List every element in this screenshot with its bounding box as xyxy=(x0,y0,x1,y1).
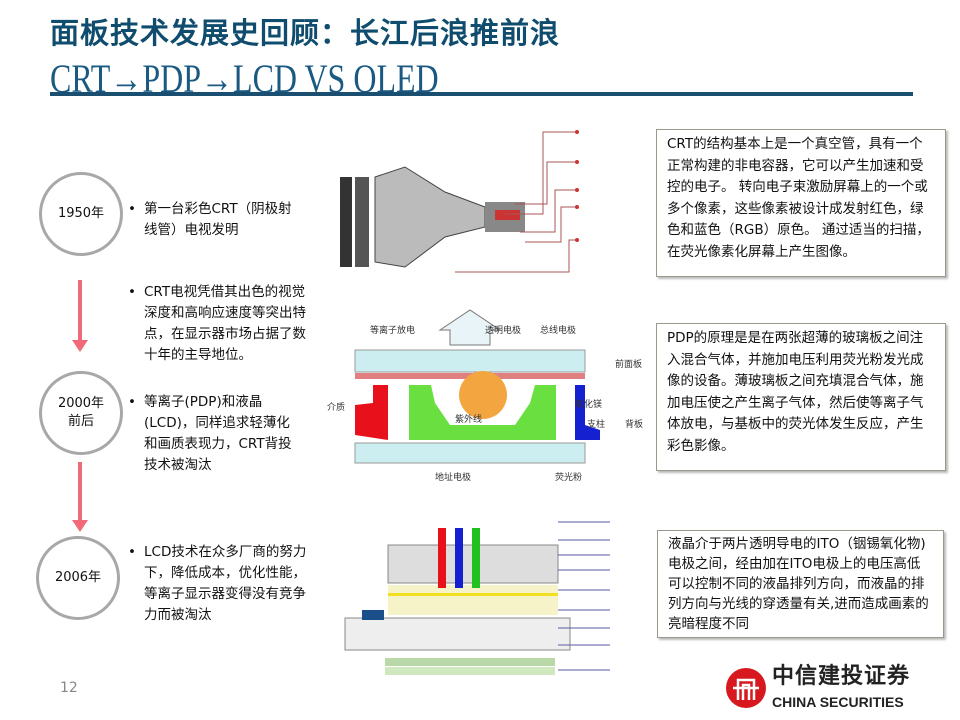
front-glass xyxy=(354,349,586,373)
back-glass xyxy=(354,442,586,464)
bullet-item: 第一台彩色CRT（阴极射线管）电视发明 xyxy=(128,199,294,241)
crt-callout-lines xyxy=(455,131,575,273)
pdp-label: 地址电极 xyxy=(435,471,471,483)
red-light-beam xyxy=(438,528,446,588)
page-number: 12 xyxy=(60,680,78,696)
crt-description-box: CRT的结构基本上是一个真空管，具有一个正常构建的非电容器，它可以产生加速和受控… xyxy=(656,129,946,277)
timeline-year: 1950年 xyxy=(57,206,105,221)
driver-ic xyxy=(362,610,384,620)
pdp-label: 前面板 xyxy=(615,358,642,370)
blue-light-beam xyxy=(455,528,463,588)
pdp-label: 氧化镁 xyxy=(575,398,602,410)
timeline-year-note: 前后 xyxy=(67,414,94,429)
timeline-arrow-down xyxy=(72,462,88,532)
lcd-description-box: 液晶介于两片透明导电的ITO（铟锡氧化物)电极之间，经由加在ITO电极上的电压高… xyxy=(657,530,944,638)
crt-description: CRT的结构基本上是一个真空管，具有一个正常构建的非电容器，它可以产生加速和受控… xyxy=(667,136,930,260)
crt-diagram xyxy=(340,130,579,273)
lcd-diagram xyxy=(344,521,610,675)
logo-en: CHINA SECURITIES xyxy=(772,694,904,710)
pdp-label: 等离子放电 xyxy=(370,324,415,336)
timeline-node-2000: 2000年前后 xyxy=(39,371,123,455)
pdp-description-box: PDP的原理是是在两张超薄的玻璃板之间注入混合气体，并施加电压利用荧光粉发光成像… xyxy=(656,323,946,471)
pdp-diagram: 等离子放电 透明电极 总线电极 前面板 介质 氧化镁 紫外线 支柱 背板 地址电… xyxy=(327,309,643,483)
blue-phosphor xyxy=(575,385,600,440)
page-title: 面板技术发展史回顾：长江后浪推前浪 xyxy=(50,16,561,50)
light-arrow xyxy=(438,309,502,346)
pdp-description: PDP的原理是是在两张超薄的玻璃板之间注入混合气体，并施加电压利用荧光粉发光成像… xyxy=(667,330,924,454)
green-light-beam xyxy=(472,528,480,588)
pdp-label: 荧光粉 xyxy=(555,471,582,483)
liquid-crystal-layer xyxy=(388,585,558,615)
plasma-discharge xyxy=(459,371,507,419)
timeline-arrow-down xyxy=(72,280,88,352)
timeline-year: 2006年 xyxy=(54,570,102,585)
pdp-label: 紫外线 xyxy=(455,413,482,425)
timeline-year: 2000年 xyxy=(57,396,105,411)
crt-gun-highlight xyxy=(495,210,520,220)
timeline-node-2006: 2006年 xyxy=(36,536,120,620)
backlight-plate xyxy=(385,658,555,666)
title-underline xyxy=(50,92,913,96)
polarizer xyxy=(388,593,558,596)
pdp-label: 总线电极 xyxy=(540,324,576,336)
crt-screen-layer xyxy=(340,177,352,267)
crt-tube xyxy=(374,166,486,268)
pdp-label: 透明电极 xyxy=(485,324,521,336)
red-phosphor xyxy=(355,385,388,440)
citic-logo-icon xyxy=(726,668,766,708)
green-phosphor xyxy=(409,385,556,440)
lcd-description: 液晶介于两片透明导电的ITO（铟锡氧化物)电极之间，经由加在ITO电极上的电压高… xyxy=(668,536,929,632)
backlight xyxy=(385,667,555,675)
pdp-label: 支柱 xyxy=(587,418,605,430)
china-securities-logo: 中信建投证券 CHINA SECURITIES xyxy=(724,664,944,716)
logo-cn: 中信建投证券 xyxy=(772,664,911,689)
pdp-label: 背板 xyxy=(625,418,643,430)
pdp-label: 介质 xyxy=(327,401,345,413)
bullet-item: CRT电视凭借其出色的视觉深度和高响应速度等突出特点，在显示器市场占据了数十年的… xyxy=(128,282,316,366)
crt-callout-dots xyxy=(575,130,579,242)
crt-screen-layer xyxy=(355,177,369,267)
bullet-item: LCD技术在众多厂商的努力下，降低成本，优化性能，等离子显示器变得没有竞争力而被… xyxy=(128,542,316,626)
bullet-item: 等离子(PDP)和液晶(LCD)，同样追求轻薄化和画质表现力，CRT背投技术被淘… xyxy=(128,392,296,476)
tft-glass xyxy=(344,617,571,651)
timeline-node-1950: 1950年 xyxy=(39,172,123,256)
lcd-callout-lines xyxy=(558,521,610,671)
